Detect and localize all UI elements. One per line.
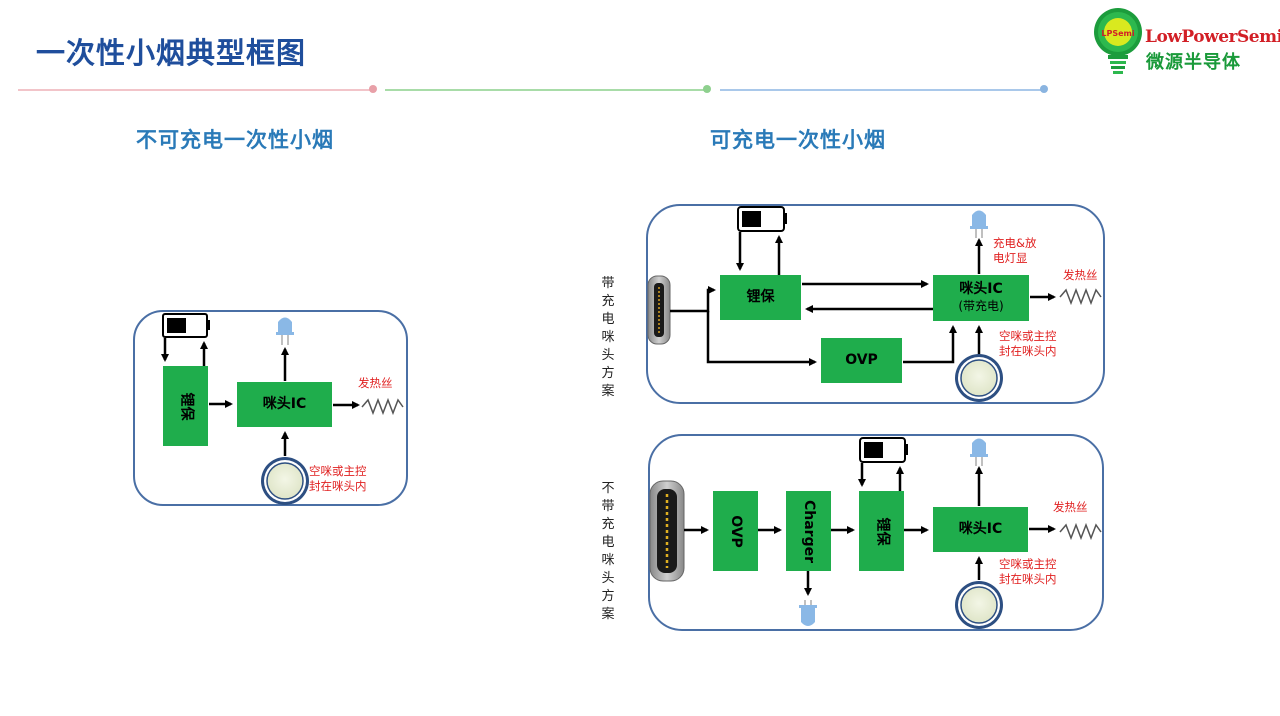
logo-company-name: 微源半导体	[1146, 52, 1241, 73]
logo-badge-text: LPSemi	[1101, 29, 1134, 38]
bottom-ovp-block: OVP	[713, 491, 758, 571]
left-battery-protect-block: 锂保	[163, 366, 208, 446]
page-title: 一次性小烟典型框图	[36, 36, 307, 70]
top-heater-label: 发热丝	[1063, 268, 1098, 282]
top-ic-block: 咪头IC (带充电)	[933, 275, 1029, 321]
top-led-label-1: 充电&放	[993, 236, 1037, 250]
divider-dot-blue	[1040, 85, 1048, 93]
left-ic-block: 咪头IC	[237, 382, 332, 427]
top-mic-label-1: 空咪或主控	[999, 329, 1057, 343]
bottom-battery-protect-block: 锂保	[859, 491, 904, 571]
bottom-charger-block: Charger	[786, 491, 831, 571]
bottom-ic-block: 咪头IC	[933, 507, 1028, 552]
top-ic-sublabel: (带充电)	[958, 299, 1004, 313]
top-mic-label-2: 封在咪头内	[999, 344, 1057, 358]
bottom-heater-label: 发热丝	[1053, 500, 1088, 514]
top-led-label-2: 电灯显	[993, 251, 1028, 265]
left-mic-label-1: 空咪或主控	[309, 464, 367, 478]
divider-dot-green	[703, 85, 711, 93]
divider-segment-green	[385, 89, 707, 91]
left-mic-label-2: 封在咪头内	[309, 479, 367, 493]
divider-dot-pink	[369, 85, 377, 93]
top-scheme-side-label: 带充电咪头方案	[601, 276, 615, 399]
top-ovp-block: OVP	[821, 338, 902, 383]
bottom-scheme-side-label: 不带充电咪头方案	[601, 481, 615, 622]
left-heater-label: 发热丝	[358, 376, 393, 390]
right-section-title: 可充电一次性小烟	[710, 128, 886, 152]
divider-segment-blue	[720, 89, 1045, 91]
top-battery-protect-block: 锂保	[720, 275, 801, 320]
logo-wordmark: LowPowerSemi	[1145, 27, 1280, 47]
bottom-mic-label-2: 封在咪头内	[999, 572, 1057, 586]
bottom-mic-label-1: 空咪或主控	[999, 557, 1057, 571]
left-section-title: 不可充电一次性小烟	[136, 128, 334, 152]
divider-segment-pink	[18, 89, 373, 91]
